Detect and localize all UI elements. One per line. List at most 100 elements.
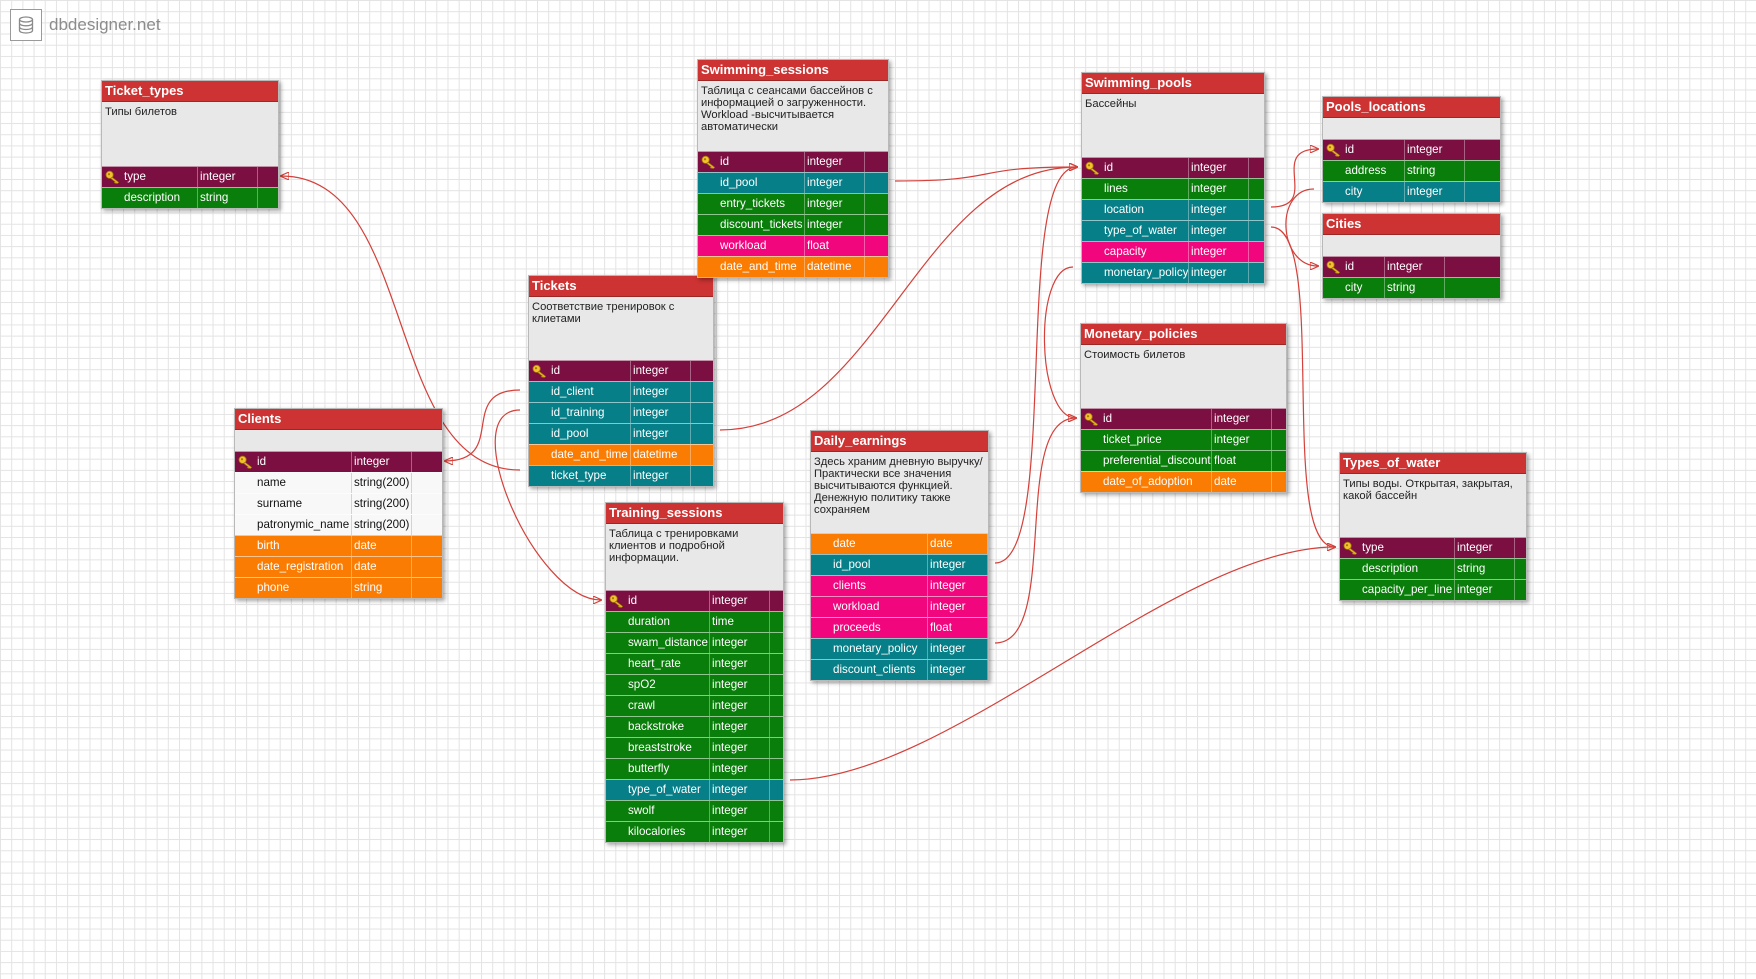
table-title[interactable]: Monetary_policies: [1081, 324, 1286, 345]
table-title[interactable]: Swimming_sessions: [698, 60, 888, 81]
row-spacer: [811, 660, 833, 680]
column-type: integer: [630, 361, 690, 381]
table-title[interactable]: Cities: [1323, 214, 1500, 235]
column-type: integer: [1188, 221, 1248, 241]
row-spacer: [1323, 161, 1345, 181]
table-title[interactable]: Pools_locations: [1323, 97, 1500, 118]
column-extra: [769, 717, 783, 737]
row-spacer: [1081, 472, 1103, 492]
row-spacer: [606, 675, 628, 695]
column-type: datetime: [804, 257, 864, 277]
column-name: description: [124, 191, 181, 204]
table-title[interactable]: Tickets: [529, 276, 713, 297]
column-name: type: [124, 170, 146, 183]
column-extra: [411, 557, 442, 577]
table-title[interactable]: Daily_earnings: [811, 431, 988, 452]
app-logo[interactable]: dbdesigner.net: [10, 8, 161, 42]
column-type: datetime: [630, 445, 690, 465]
column-extra: [1514, 538, 1526, 558]
column-extra: [411, 515, 442, 535]
table-title[interactable]: Swimming_pools: [1082, 73, 1264, 94]
table-title[interactable]: Clients: [235, 409, 442, 430]
column-name: kilocalories: [628, 825, 686, 838]
row-spacer: [811, 534, 833, 554]
table-title[interactable]: Training_sessions: [606, 503, 783, 524]
table-title[interactable]: Ticket_types: [102, 81, 278, 102]
row-spacer: [235, 494, 257, 514]
column-type: integer: [351, 452, 411, 472]
table-title[interactable]: Types_of_water: [1340, 453, 1526, 474]
